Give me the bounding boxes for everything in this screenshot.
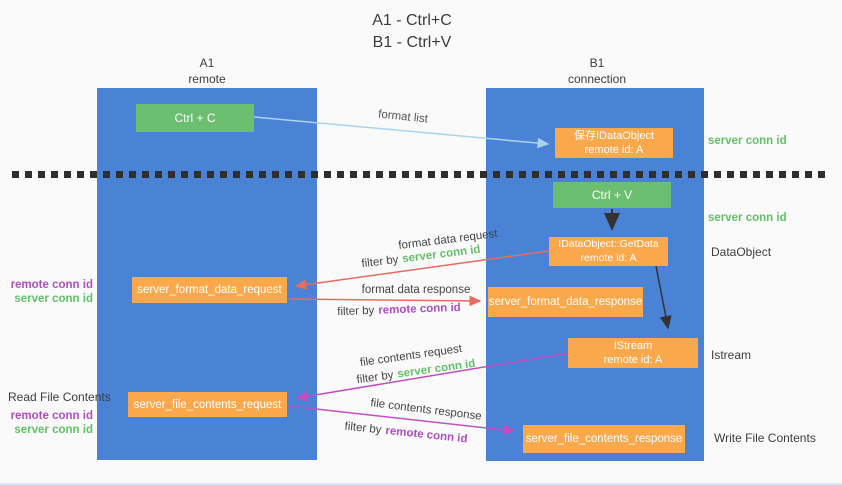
node-save-idataobject-line2: remote id: A [584, 144, 644, 156]
machine-boundary-dotted-line [12, 171, 825, 178]
label-server-conn-id-mid: server conn id [708, 212, 787, 224]
node-server-file-contents-response: server_file_contents_response [523, 425, 685, 453]
node-istream: IStream remote id: A [568, 338, 698, 368]
label-server-conn-id-top: server conn id [708, 135, 787, 147]
node-server-file-contents-request: server_file_contents_request [128, 392, 287, 417]
arrow-getdata-to-istream [655, 265, 672, 330]
arrow-format-list [253, 116, 550, 149]
filter-by-text: filter by [337, 304, 375, 319]
node-save-idataobject: 保存IDataObject remote id: A [555, 128, 673, 158]
arrow-format-data-response [288, 295, 482, 307]
node-format-request-label: server_format_data_request [137, 284, 282, 296]
lane-b1-name: B1 [589, 56, 605, 70]
node-server-format-data-response: server_format_data_response [488, 287, 643, 317]
label-remote-conn-id: remote conn id [10, 410, 93, 422]
arrow-format-data-request [294, 250, 550, 290]
node-ctrl-v: Ctrl + V [553, 182, 671, 208]
title-line-2: B1 - Ctrl+V [372, 33, 452, 51]
label-dataobject: DataObject [711, 245, 772, 259]
node-file-response-label: server_file_contents_response [525, 433, 683, 445]
label-conn-ids-file: remote conn id server conn id [0, 409, 93, 437]
lane-b1-subtitle: connection [567, 71, 627, 86]
lane-a1-name: A1 [199, 56, 215, 70]
label-read-file-contents: Read File Contents [8, 390, 111, 404]
node-ctrl-c-label: Ctrl + C [174, 111, 216, 125]
node-file-request-label: server_file_contents_request [133, 398, 282, 411]
diagram-title: A1 - Ctrl+C B1 - Ctrl+V [312, 10, 512, 53]
node-getdata-line1: IDataObject::GetData [558, 237, 659, 250]
lane-header-a1: A1 remote [147, 56, 267, 87]
label-server-conn-id: server conn id [14, 424, 93, 436]
node-idataobject-getdata: IDataObject::GetData remote id: A [549, 237, 668, 266]
arrow-file-contents-request [295, 352, 570, 402]
label-server-conn-id: server conn id [14, 293, 93, 305]
node-istream-line2: remote id: A [603, 354, 663, 366]
label-istream: Istream [711, 348, 752, 362]
edge-label-format-data-response: format data response [361, 284, 471, 296]
arrow-file-contents-response [288, 405, 516, 436]
lane-a1-subtitle: remote [188, 71, 226, 86]
title-line-1: A1 - Ctrl+C [372, 12, 452, 29]
node-ctrl-c: Ctrl + C [136, 104, 254, 132]
node-istream-line1: IStream [613, 339, 653, 352]
node-getdata-line2: remote id: A [580, 251, 637, 264]
window-bottom-edge [0, 482, 842, 485]
label-remote-conn-id: remote conn id [10, 279, 93, 291]
label-write-file-contents: Write File Contents [714, 431, 816, 445]
node-server-format-data-request: server_format_data_request [132, 277, 287, 303]
label-conn-ids-format: remote conn id server conn id [0, 278, 93, 306]
lane-header-b1: B1 connection [537, 56, 657, 87]
node-ctrl-v-label: Ctrl + V [591, 188, 633, 202]
node-save-idataobject-line1: 保存IDataObject [573, 129, 655, 142]
node-format-response-label: server_format_data_response [488, 296, 643, 308]
